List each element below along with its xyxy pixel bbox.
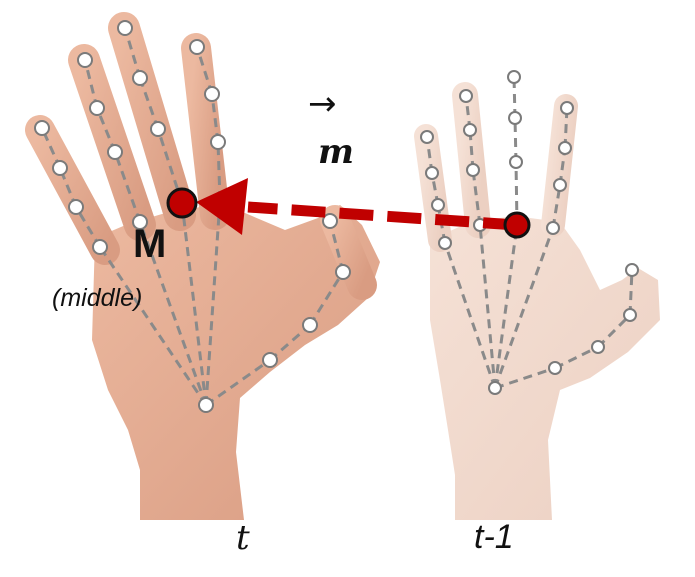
skeleton-bone-middle-current (113, 151, 142, 223)
skeleton-bone-index-previous (443, 242, 497, 389)
joint-ring-1-previous (509, 155, 523, 169)
joint-pinky-1-current (210, 134, 226, 150)
frame-label-current: t (236, 518, 250, 558)
skeleton-bone-middle-current (83, 59, 99, 109)
joint-thumb-2-current (335, 264, 351, 280)
frame-label-previous: t-1 (474, 518, 514, 556)
middle-keypoint-label: M (133, 222, 167, 266)
skeleton-bone-pinky-current (210, 93, 220, 143)
middle-keypoint-previous (503, 211, 531, 239)
skeleton-bone-thumb-current (308, 271, 345, 326)
hand-current-palm (92, 205, 380, 520)
joint-middle-0-current (132, 214, 148, 230)
skeleton-bone-pinky-current (195, 46, 214, 95)
joint-index-0-previous (438, 236, 452, 250)
joint-ring-1-current (150, 121, 166, 137)
skeleton-bone-thumb-previous (596, 313, 632, 349)
skeleton-bone-ring-current (180, 202, 208, 406)
skeleton-bone-ring-current (156, 128, 184, 204)
skeleton-bone-middle-previous (478, 224, 497, 389)
finger-thumb-current (320, 205, 377, 300)
motion-vector-label: m (318, 132, 354, 172)
skeleton-bone-thumb-previous (628, 269, 634, 316)
skeleton-bone-index-current (98, 246, 208, 406)
skeleton-bone-ring-previous (493, 224, 519, 389)
finger-pinky-previous (541, 94, 578, 237)
middle-keypoint-caption: (middle) (52, 284, 143, 312)
joint-middle-2-current (89, 100, 105, 116)
joint-pinky-2-previous (558, 141, 572, 155)
joint-index-2-current (52, 160, 68, 176)
skeleton-bone-ring-current (138, 77, 160, 130)
joint-middle-3-previous (459, 89, 473, 103)
joint-thumb-3-current (322, 213, 338, 229)
joint-middle-1-current (107, 144, 123, 160)
joint-pinky-0-previous (546, 221, 560, 235)
skeleton-bone-thumb-current (328, 220, 345, 273)
joint-index-2-previous (425, 166, 439, 180)
skeleton-bone-pinky-current (216, 141, 222, 201)
joint-ring-3-current (117, 20, 133, 36)
motion-vector-arrow-symbol: → (308, 84, 337, 124)
joint-pinky-3-current (189, 39, 205, 55)
joint-thumb-1-current (302, 317, 318, 333)
skeleton-bone-pinky-current (204, 199, 222, 406)
motion-vector-arrow (196, 178, 518, 235)
joint-index-1-current (68, 199, 84, 215)
skeleton-bone-thumb-previous (554, 345, 599, 370)
joint-index-0-current (92, 239, 108, 255)
skeleton-bone-thumb-current (205, 358, 271, 407)
joint-thumb-3-previous (625, 263, 639, 277)
joint-pinky-2-current (204, 86, 220, 102)
hand-previous-frame (414, 63, 660, 520)
joint-middle-3-current (77, 52, 93, 68)
joint-index-3-current (34, 120, 50, 136)
joint-thumb-2-previous (623, 308, 637, 322)
joint-middle-2-previous (463, 123, 477, 137)
joint-thumb-0-current (262, 352, 278, 368)
joint-ring-2-current (132, 70, 148, 86)
skeleton-bone-thumb-previous (494, 366, 556, 390)
skeleton-previous-frame (420, 70, 639, 395)
joint-index-1-previous (431, 198, 445, 212)
skeleton-bone-pinky-previous (551, 184, 562, 229)
joint-pinky-1-previous (553, 178, 567, 192)
skeleton-bone-ring-current (123, 27, 142, 79)
joint-pinky-3-previous (560, 101, 574, 115)
joint-index-3-previous (420, 130, 434, 144)
motion-vector-shaft (247, 201, 518, 231)
middle-keypoint-current (166, 187, 198, 219)
skeleton-bone-ring-previous (514, 161, 519, 226)
skeleton-bone-pinky-previous (493, 227, 555, 389)
skeleton-current-frame (34, 20, 351, 413)
skeleton-bone-ring-previous (513, 117, 518, 163)
finger-pinky-current (181, 33, 230, 230)
skeleton-bone-thumb-current (269, 323, 311, 362)
joint-ring-2-previous (508, 111, 522, 125)
skeleton-bone-middle-current (138, 221, 208, 406)
skeleton-bone-middle-previous (471, 169, 482, 226)
wrist-joint-current (198, 397, 214, 413)
joint-ring-3-previous (507, 70, 521, 84)
joint-thumb-1-previous (591, 340, 605, 354)
joint-thumb-0-previous (548, 361, 562, 375)
motion-vector-arrowhead (196, 178, 248, 235)
joint-middle-1-previous (466, 163, 480, 177)
wrist-joint-previous (488, 381, 502, 395)
